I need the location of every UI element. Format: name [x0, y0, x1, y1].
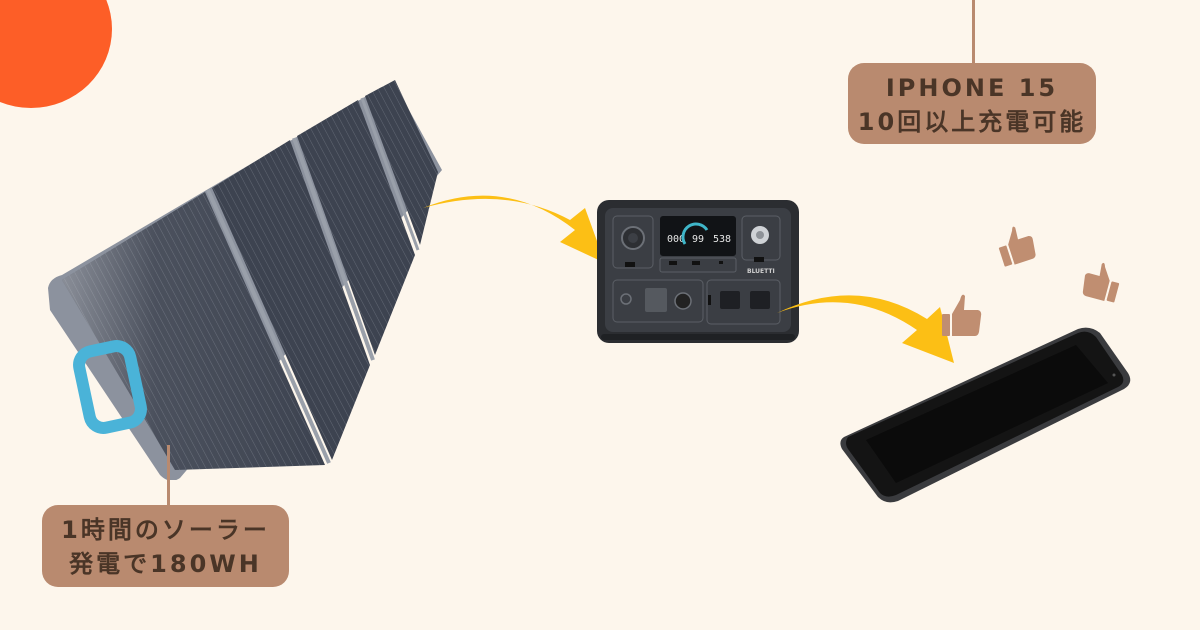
- solar-callout-connector: [167, 445, 170, 507]
- solar-panel-image: [40, 80, 450, 480]
- iphone-callout-line1: IPHONE 15: [885, 74, 1059, 102]
- smartphone-image: [838, 325, 1133, 505]
- display-battery-value: 99: [692, 234, 704, 245]
- arrow-to-station-icon: [415, 180, 615, 272]
- iphone-callout-line2: 10回以上充電可能: [857, 108, 1087, 136]
- arrow-to-phone-icon: [772, 285, 962, 365]
- smartphone-icon: [840, 327, 1131, 503]
- display-input-value: 000: [667, 234, 685, 245]
- solar-generation-callout: 1時間のソーラー 発電で180WH: [42, 505, 289, 587]
- solar-callout-line1: 1時間のソーラー: [61, 516, 270, 544]
- solar-callout-line2: 発電で180WH: [69, 550, 262, 578]
- power-station-image: 000 99 538 BLUETTI: [597, 200, 799, 343]
- iphone-charge-callout: IPHONE 15 10回以上充電可能: [848, 63, 1096, 144]
- thumbs-up-icon: [1075, 260, 1123, 305]
- display-output-value: 538: [713, 234, 731, 245]
- brand-label: BLUETTI: [747, 268, 775, 275]
- thumbs-up-icon: [995, 222, 1040, 270]
- solar-panel-icon: [48, 80, 442, 480]
- thumbs-up-icon: [940, 290, 988, 340]
- iphone-callout-connector: [972, 0, 975, 64]
- power-station-icon: 000 99 538 BLUETTI: [597, 200, 799, 343]
